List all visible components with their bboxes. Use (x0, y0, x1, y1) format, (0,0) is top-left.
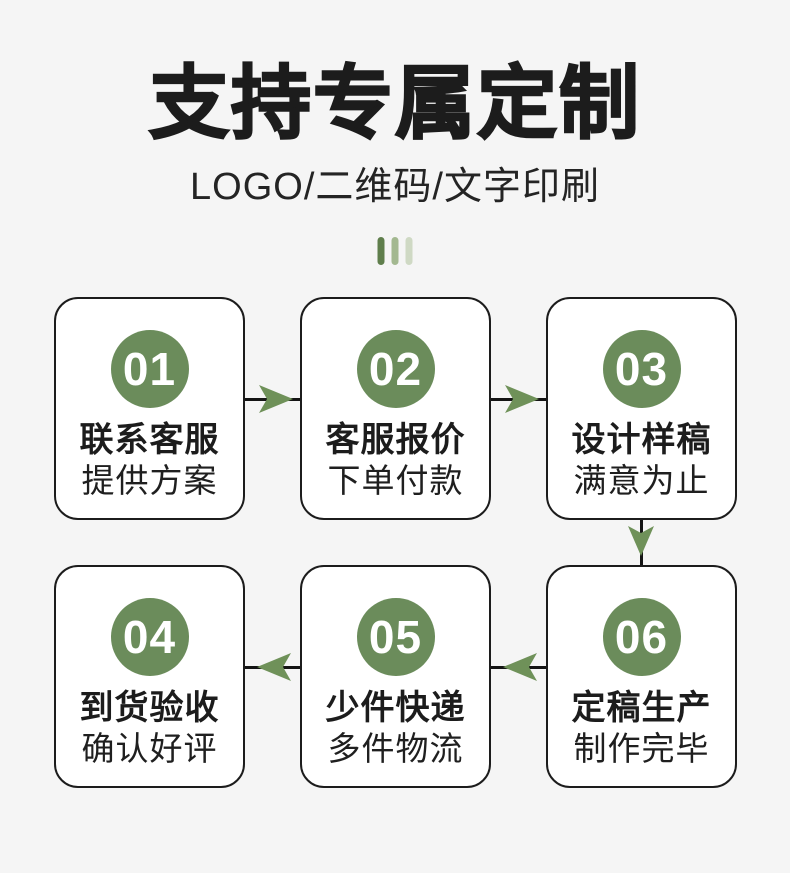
step-subtitle: 制作完毕 (573, 729, 710, 767)
arrow-down-icon (628, 526, 654, 556)
arrow-left-icon (503, 653, 537, 681)
step-title: 客服报价 (325, 421, 466, 459)
step-title: 定稿生产 (571, 689, 712, 727)
step-card-2: 02 客服报价 下单付款 (300, 297, 491, 520)
divider-bar (377, 237, 385, 265)
divider-bar (405, 237, 413, 265)
step-card-3: 03 设计样稿 满意为止 (546, 297, 737, 520)
process-flow-grid: 01 联系客服 提供方案 02 客服报价 下单付款 03 设计样稿 满意为止 0… (54, 297, 737, 788)
step-card-6: 06 定稿生产 制作完毕 (546, 565, 737, 788)
step-number-badge: 05 (356, 598, 435, 676)
step-subtitle: 满意为止 (573, 461, 710, 499)
step-subtitle: 多件物流 (327, 729, 464, 767)
page-subtitle: LOGO/二维码/文字印刷 (190, 166, 600, 208)
step-subtitle: 下单付款 (327, 461, 464, 499)
arrow-right-icon (259, 385, 293, 413)
divider-bars (377, 237, 413, 265)
divider-bar (391, 237, 399, 265)
step-subtitle: 提供方案 (81, 461, 218, 499)
step-title: 少件快递 (325, 689, 466, 727)
step-title: 设计样稿 (571, 421, 712, 459)
step-title: 联系客服 (79, 421, 220, 459)
step-card-4: 04 到货验收 确认好评 (54, 565, 245, 788)
step-number-badge: 03 (602, 330, 681, 408)
step-subtitle: 确认好评 (81, 729, 218, 767)
step-card-1: 01 联系客服 提供方案 (54, 297, 245, 520)
step-card-5: 05 少件快递 多件物流 (300, 565, 491, 788)
arrow-left-icon (257, 653, 291, 681)
page-title: 支持专属定制 (148, 59, 641, 148)
step-number-badge: 06 (602, 598, 681, 676)
step-number-badge: 01 (110, 330, 189, 408)
step-title: 到货验收 (79, 689, 220, 727)
step-number-badge: 02 (356, 330, 435, 408)
step-number-badge: 04 (110, 598, 189, 676)
arrow-right-icon (505, 385, 539, 413)
